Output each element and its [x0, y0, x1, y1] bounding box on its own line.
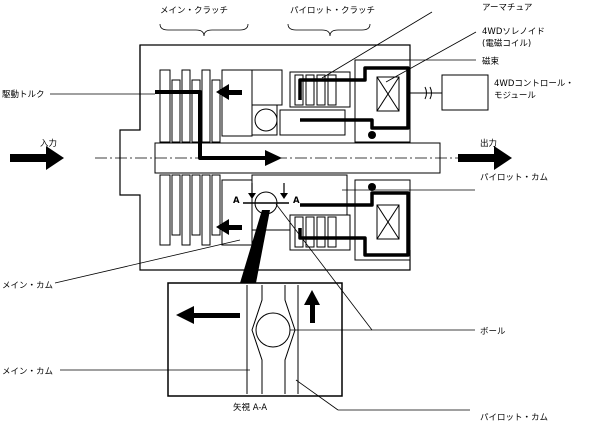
main-clutch-plates-bottom: [159, 174, 253, 246]
label-main-clutch: メイン・クラッチ: [160, 6, 228, 16]
control-module: [441, 74, 489, 111]
label-pilot-clutch: パイロット・クラッチ: [290, 6, 375, 16]
label-input: 入力: [40, 138, 57, 149]
section-letter-left: A: [233, 196, 240, 206]
upper-ball: [254, 108, 278, 132]
inset-arrows: [176, 290, 320, 324]
magnetic-flux-top: [298, 66, 410, 130]
section-letter-right: A: [293, 196, 300, 206]
main-clutch-brace: [159, 23, 249, 37]
solenoid-top: [376, 76, 400, 112]
flux-dot-top: [368, 131, 376, 139]
harness-wire: [410, 86, 442, 100]
label-drive-torque: 駆動トルク: [2, 89, 45, 100]
flux-dot-bottom: [368, 183, 376, 191]
label-output: 出力: [480, 138, 497, 149]
label-view-aa: 矢視 A-A: [233, 402, 267, 413]
drive-torque-path: [155, 90, 265, 160]
zoom-cone: [240, 210, 270, 283]
label-solenoid-1: 4WDソレノイド: [482, 27, 545, 37]
label-armature: アーマチュア: [482, 3, 532, 13]
magnetic-flux-bottom: [298, 191, 410, 257]
label-main-cam: メイン・カム: [2, 281, 53, 291]
section-marker: [243, 183, 289, 215]
pilot-clutch-brace: [287, 23, 371, 37]
input-arrow: [10, 146, 64, 170]
leader-lines: [50, 11, 477, 411]
label-ball: ボール: [480, 327, 506, 337]
main-clutch-plates-top: [159, 69, 283, 143]
drive-torque-arrowhead: [265, 150, 282, 166]
label-main-cam-inset: メイン・カム: [2, 367, 53, 377]
label-pilot-cam-inset: パイロット・カム: [480, 413, 548, 423]
inset-cam-profile: [246, 285, 299, 394]
label-solenoid-2: (電磁コイル): [482, 38, 531, 49]
output-arrow: [458, 146, 512, 170]
solenoid-bottom: [376, 204, 400, 240]
axial-force-arrows: [216, 84, 242, 235]
label-pilot-cam: パイロット・カム: [480, 173, 548, 183]
label-control-module-2: モジュール: [494, 91, 536, 101]
label-control-module-1: 4WDコントロール・: [494, 79, 574, 89]
label-magnetic-flux: 磁束: [482, 56, 500, 67]
